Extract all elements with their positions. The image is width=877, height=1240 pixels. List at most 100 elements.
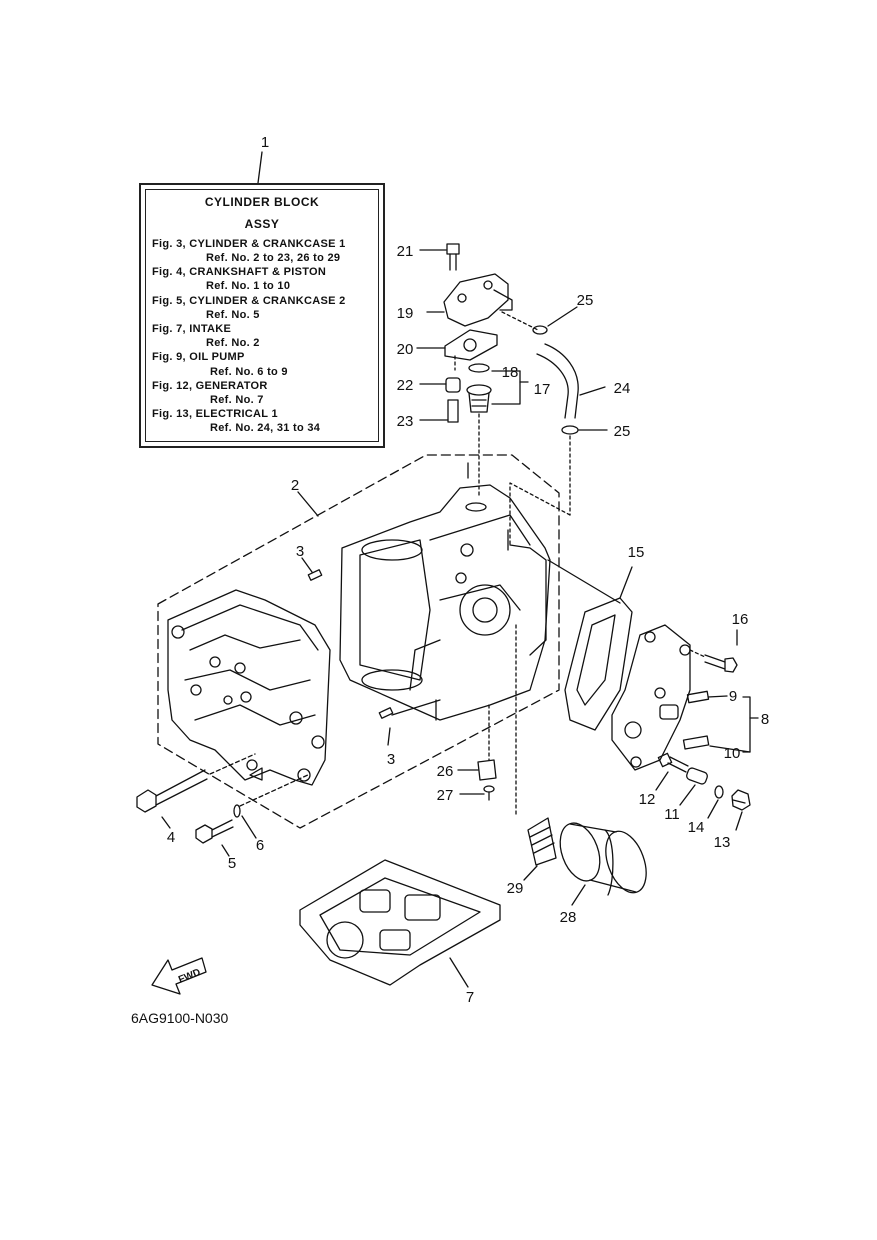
bushing-22 [445,377,461,393]
plug-13-part [731,789,751,811]
hose-24 [536,343,579,419]
legend-title: CYLINDER BLOCK [204,195,320,209]
gasket-20-part [444,329,498,361]
callout-1: 1 [261,134,269,151]
legend-subtitle: ASSY [244,217,280,231]
callout-4: 4 [167,829,175,846]
bolt-12-part [657,752,689,773]
legend-fig-9: Fig. 9, OIL PUMP [152,351,245,363]
callout-8: 8 [761,711,769,728]
leader-5 [221,844,230,857]
callout-29: 29 [507,880,524,897]
callout-7: 7 [466,989,474,1006]
legend-ref-4: Ref. No. 1 to 10 [206,280,291,292]
leader-7 [449,957,469,988]
callout-13: 13 [714,834,731,851]
leader-2 [297,491,319,517]
callout-25-lower: 25 [614,423,631,440]
legend-box: CYLINDER BLOCK ASSY Fig. 3, CYLINDER & C… [139,183,385,448]
callout-6: 6 [256,837,264,854]
callout-22: 22 [397,377,414,394]
leader-10 [709,745,751,753]
callout-27: 27 [437,787,454,804]
callout-18: 18 [502,364,519,381]
callout-23: 23 [397,413,414,430]
gasket-7-part [299,859,501,986]
callout-25-upper: 25 [577,292,594,309]
fitting-10 [682,735,710,750]
leader-17 [491,381,529,405]
leader-3a [301,557,313,573]
clamp-25-upper [532,325,548,335]
diagram-code: 6AG9100-N030 [131,1010,229,1026]
callout-3-lower: 3 [387,751,395,768]
leader-14 [707,799,719,819]
legend-fig-4: Fig. 4, CRANKSHAFT & PISTON [152,266,327,278]
fwd-arrow-icon [151,957,207,995]
thermostat-17 [466,384,492,413]
leader-15 [619,566,633,599]
legend-ref-7: Ref. No. 2 [206,337,260,349]
crankcase-part [167,589,331,786]
bolt-21-part [446,243,460,271]
leader-25a [547,306,578,327]
bracket-26 [477,759,497,781]
bolt-4-part [136,753,256,813]
legend-ref-13: Ref. No. 24, 31 to 34 [210,422,321,434]
stud-29-part [527,817,557,866]
gasket-15-part [564,597,633,731]
leader-11 [679,784,696,806]
bracket-8 [742,696,751,753]
leader-9 [707,695,728,698]
leader-1 [257,151,263,184]
dowel-pin-lower [378,707,394,719]
oil-filter-28-part [559,822,647,896]
legend-fig-12: Fig. 12, GENERATOR [152,380,268,392]
callout-5: 5 [228,855,236,872]
leader-12 [655,771,669,791]
callout-3-upper: 3 [296,543,304,560]
callout-11: 11 [664,806,680,823]
cover-plate-part [611,624,691,771]
leader-3b [387,727,391,746]
leader-13 [735,811,743,831]
washer-6 [233,804,241,818]
callout-10: 10 [724,745,741,762]
legend-ref-5: Ref. No. 5 [206,309,260,321]
legend-fig-3: Fig. 3, CYLINDER & CRANKCASE 1 [152,238,346,250]
screw-27 [483,785,495,801]
dowel-pin-upper [307,569,323,581]
legend-fig-13: Fig. 13, ELECTRICAL 1 [152,408,278,420]
legend-fig-5: Fig. 5, CYLINDER & CRANKCASE 2 [152,295,346,307]
fwd-label: FWD [177,967,202,986]
fitting-8 [659,704,679,720]
fitting-9 [686,690,710,704]
bolt-16-part [704,654,738,673]
callout-24: 24 [614,380,631,397]
leader-6 [241,815,257,839]
callout-16: 16 [732,611,749,628]
callout-17: 17 [534,381,551,398]
leader-29 [523,865,538,881]
callout-12: 12 [639,791,656,808]
legend-box-inner [145,189,379,442]
callout-14: 14 [688,819,705,836]
callout-2: 2 [291,477,299,494]
thermostat-cover-part [443,273,513,327]
callout-21: 21 [397,243,414,260]
callout-9: 9 [729,688,737,705]
assembly-dashed-outline [157,454,560,829]
legend-fig-7: Fig. 7, INTAKE [152,323,232,335]
callout-26: 26 [437,763,454,780]
clamp-25-lower [561,425,579,435]
callout-19: 19 [397,305,414,322]
leader-4 [161,816,171,829]
callout-20: 20 [397,341,414,358]
legend-ref-9: Ref. No. 6 to 9 [210,366,288,378]
leader-28 [571,884,586,906]
legend-ref-3: Ref. No. 2 to 23, 26 to 29 [206,252,341,264]
seal-18 [468,363,490,373]
o-ring-14 [714,785,724,799]
bolt-5-part [195,819,234,844]
